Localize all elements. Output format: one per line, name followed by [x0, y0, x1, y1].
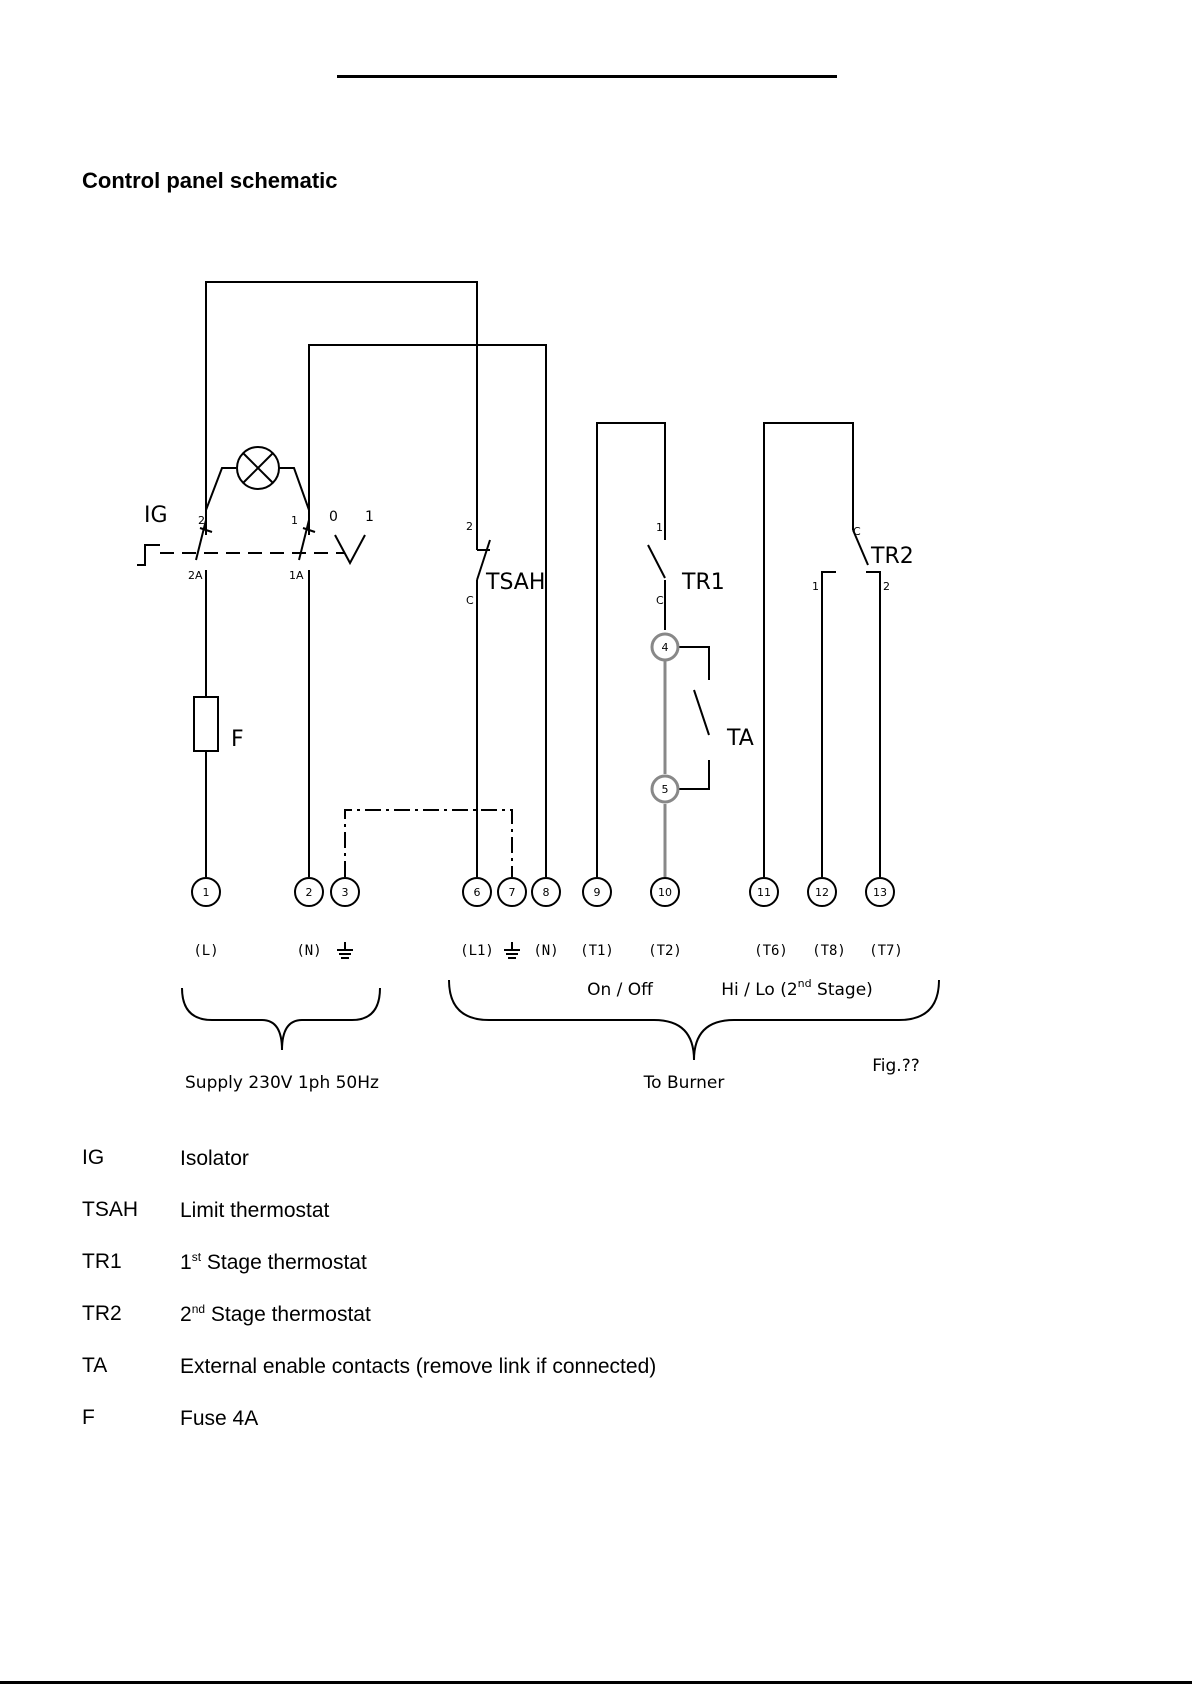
label-tsah: TSAH: [485, 570, 545, 595]
terminal-number: 3: [342, 886, 349, 899]
earth-icon: [337, 942, 353, 959]
terminal-number: 13: [873, 886, 887, 899]
legend-row: TSAH Limit thermostat: [82, 1198, 656, 1250]
terminal-code-t6: (T6): [754, 943, 788, 959]
bottom-rule: [0, 1681, 1192, 1684]
terminal-code-l1: (L1): [460, 943, 494, 959]
legend-code: TR2: [82, 1302, 122, 1325]
pin-tr2-1: 1: [812, 580, 819, 593]
terminal-code-t8: (T8): [812, 943, 846, 959]
supply-brace: [181, 987, 381, 1051]
terminal-circle: [531, 877, 561, 907]
pin-tr1-c: C: [656, 594, 664, 607]
pin-ig-1a: 1A: [289, 569, 304, 582]
legend-row: TR2 2nd Stage thermostat: [82, 1302, 656, 1354]
pin-tr1-1: 1: [656, 521, 663, 534]
terminal-code-n2: (N): [533, 943, 558, 959]
terminal-block: 1 2 3 6 7 8 9 10 11 12 13: [191, 877, 895, 907]
legend-row: F Fuse 4A: [82, 1406, 656, 1458]
label-f: F: [231, 727, 244, 752]
pin-ig-off: 0: [329, 509, 338, 525]
terminal-number: 1: [203, 886, 210, 899]
pin-ig-on: 1: [365, 509, 374, 525]
terminal-circle: [582, 877, 612, 907]
top-rule: [337, 75, 837, 78]
legend-desc: 2nd Stage thermostat: [180, 1302, 371, 1326]
legend-code: TSAH: [82, 1198, 139, 1221]
legend-code: TA: [82, 1354, 108, 1377]
legend-desc: Isolator: [180, 1147, 249, 1170]
terminal-circle: [807, 877, 837, 907]
pin-ig-1: 1: [291, 514, 298, 527]
terminal-code-l: (L): [193, 943, 218, 959]
to-burner-label: To Burner: [643, 1073, 725, 1093]
terminal-number: 6: [474, 886, 481, 899]
ta-switch: [693, 689, 710, 736]
legend: IG Isolator TSAH Limit thermostat TR1 1s…: [82, 1146, 656, 1458]
terminal-number: 12: [815, 886, 829, 899]
terminal-code-n: (N): [296, 943, 321, 959]
pin-tr2-c: C: [853, 525, 861, 538]
legend-row: IG Isolator: [82, 1146, 656, 1198]
pin-tsah-c: C: [466, 594, 474, 607]
terminal-code-t2: (T2): [648, 943, 682, 959]
tr2-switch: [852, 529, 869, 566]
legend-row: TR1 1st Stage thermostat: [82, 1250, 656, 1302]
hi-lo-label: Hi / Lo (2nd Stage): [721, 977, 873, 1000]
figure-label: Fig.??: [872, 1056, 920, 1076]
on-off-label: On / Off: [587, 980, 654, 1000]
terminal-number: 11: [757, 886, 771, 899]
pin-ig-2a: 2A: [188, 569, 203, 582]
terminal-circle: [650, 877, 680, 907]
burner-brace: [448, 979, 940, 1061]
legend-code: F: [82, 1406, 95, 1429]
terminal-number: 10: [658, 886, 672, 899]
legend-desc: 1st Stage thermostat: [180, 1250, 367, 1274]
tsah-switch: [476, 539, 491, 581]
ta-terminal-5: [650, 774, 680, 804]
terminal-code-t7: (T7): [869, 943, 903, 959]
legend-code: IG: [82, 1146, 105, 1169]
lamp-icon: [236, 446, 280, 490]
legend-desc: Fuse 4A: [180, 1407, 259, 1430]
legend-code: TR1: [82, 1250, 122, 1273]
terminal-number: 9: [594, 886, 601, 899]
tr1-switch: [647, 535, 666, 579]
pin-ig-2: 2: [198, 514, 205, 527]
earth-icon: [504, 942, 520, 959]
pin-tr2-2: 2: [883, 580, 890, 593]
terminal-circle: [749, 877, 779, 907]
terminal-circle: [330, 877, 360, 907]
label-ta: TA: [726, 726, 754, 751]
legend-desc: Limit thermostat: [180, 1199, 330, 1222]
ig-isolator-switch: [137, 519, 366, 566]
terminal-number: 7: [509, 886, 516, 899]
terminal-circle: [191, 877, 221, 907]
label-tr1: TR1: [681, 570, 725, 595]
ta-terminal-4: [650, 632, 680, 662]
terminal-number: 8: [543, 886, 550, 899]
terminal-code-t1: (T1): [580, 943, 614, 959]
wiring: [205, 281, 881, 877]
terminal-number: 2: [306, 886, 313, 899]
pin-tsah-2: 2: [466, 520, 473, 533]
ta-pin-4: 4: [662, 641, 669, 654]
fuse-icon: [193, 696, 219, 752]
terminal-circle: [497, 877, 527, 907]
label-tr2: TR2: [870, 544, 914, 569]
legend-desc: External enable contacts (remove link if…: [180, 1355, 657, 1378]
terminal-circle: [865, 877, 895, 907]
ta-pin-5: 5: [662, 783, 669, 796]
label-ig: IG: [144, 503, 168, 528]
control-panel-schematic: 4 5 IG F TSAH TR1 TR2 TA 2 1 2A 1A 0 1 2…: [137, 281, 940, 1093]
supply-label: Supply 230V 1ph 50Hz: [185, 1073, 379, 1093]
legend-row: TA External enable contacts (remove link…: [82, 1354, 656, 1406]
terminal-circle: [294, 877, 324, 907]
terminal-circle: [462, 877, 492, 907]
page-title: Control panel schematic: [82, 168, 338, 193]
